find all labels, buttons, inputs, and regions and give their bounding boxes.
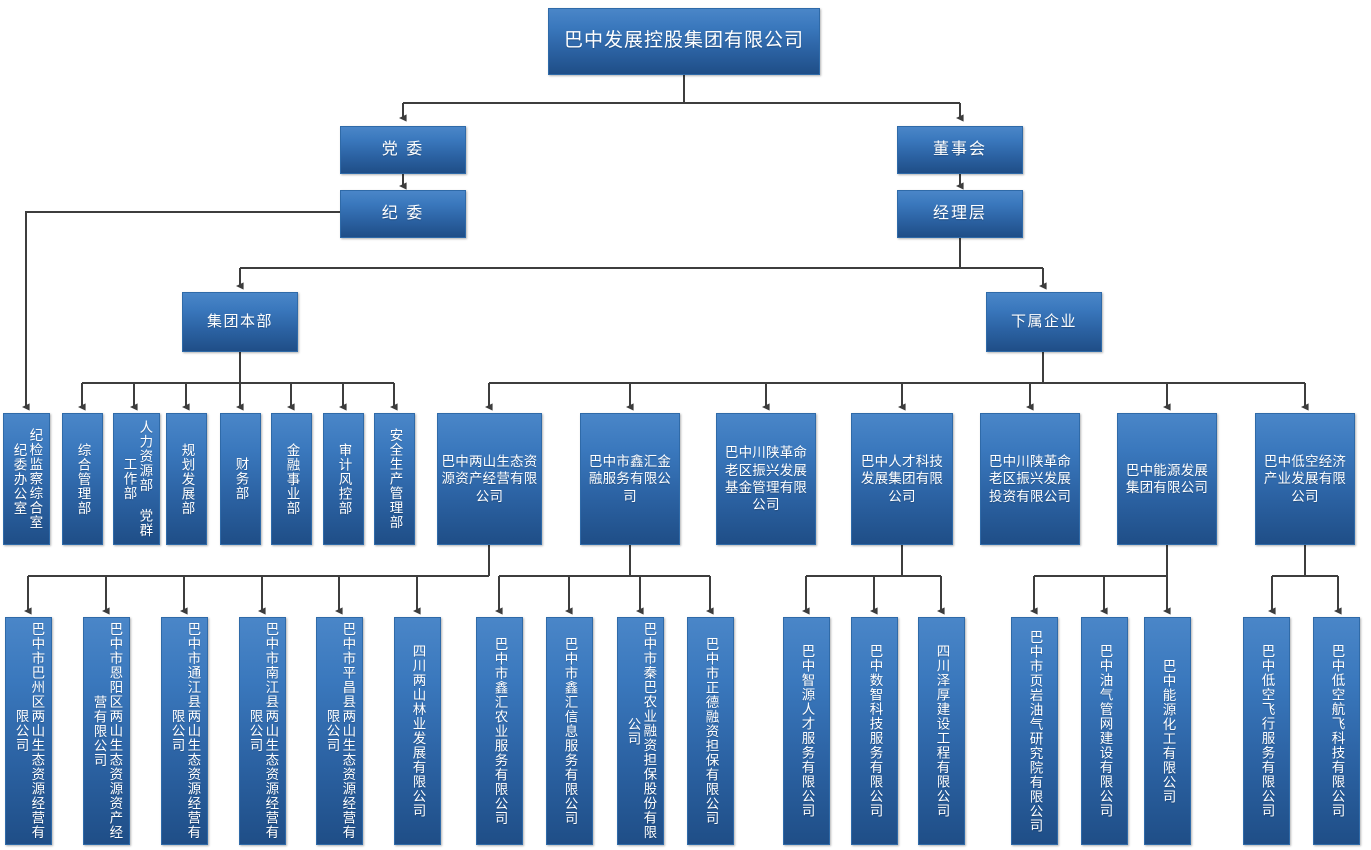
node-department-planning-development[interactable]: 规划发展部: [166, 413, 207, 545]
node-group-headquarters[interactable]: 集团本部: [182, 292, 298, 352]
node-subordinate-enterprises[interactable]: 下属企业: [986, 292, 1102, 352]
node-grandchild-xinhui-agriculture[interactable]: 巴中市鑫汇农业服务有限公司: [476, 617, 523, 845]
node-grandchild-shale-oil-gas-institute[interactable]: 巴中市页岩油气研究院有限公司: [1011, 617, 1058, 845]
node-department-finance[interactable]: 财务部: [220, 413, 261, 545]
node-grandchild-bazhou-liangshan[interactable]: 巴中市巴州区两山生态资源经营有限公司: [5, 617, 52, 845]
node-department-planning-development-label: 规划发展部: [179, 442, 195, 516]
node-grandchild-low-altitude-aviation-tech[interactable]: 巴中低空航飞科技有限公司: [1313, 617, 1360, 845]
node-department-discipline-office[interactable]: 纪检监察综合室 纪委办公室: [3, 413, 50, 545]
node-subsidiary-revitalization-investment[interactable]: 巴中川陕革命老区振兴发展投资有限公司: [980, 413, 1080, 545]
node-grandchild-shale-oil-gas-institute-label: 巴中市页岩油气研究院有限公司: [1027, 629, 1043, 833]
node-subsidiary-fund-management[interactable]: 巴中川陕革命老区振兴发展基金管理有限公司: [716, 413, 816, 545]
node-grandchild-enyang-liangshan-label: 巴中市恩阳区两山生态资源资产经营有限公司: [91, 622, 123, 840]
node-department-financial-business[interactable]: 金融事业部: [271, 413, 312, 545]
node-subsidiary-fund-management-label: 巴中川陕革命老区振兴发展基金管理有限公司: [724, 445, 808, 513]
node-department-hr-party[interactable]: 人力资源部 党群工作部: [113, 413, 160, 545]
node-grandchild-xinhui-agriculture-label: 巴中市鑫汇农业服务有限公司: [492, 636, 508, 826]
node-subsidiary-talent-technology-label: 巴中人才科技发展集团有限公司: [860, 454, 944, 504]
node-grandchild-qinba-agri-guarantee[interactable]: 巴中市秦巴农业融资担保股份有限公司: [617, 617, 664, 845]
node-grandchild-tongjiang-liangshan-label: 巴中市通江县两山生态资源经营有限公司: [169, 622, 201, 840]
node-discipline-committee[interactable]: 纪 委: [340, 190, 466, 238]
node-grandchild-zhiyuan-talent-label: 巴中智源人才服务有限公司: [799, 644, 815, 818]
node-department-hr-party-label: 人力资源部 党群工作部: [121, 420, 153, 538]
node-grandchild-zehou-construction-label: 四川泽厚建设工程有限公司: [934, 644, 950, 818]
node-grandchild-qinba-agri-guarantee-label: 巴中市秦巴农业融资担保股份有限公司: [625, 622, 657, 840]
node-grandchild-zhiyuan-talent[interactable]: 巴中智源人才服务有限公司: [783, 617, 830, 845]
node-party-committee-label: 党 委: [381, 140, 425, 158]
node-subsidiary-xinhui-finance-label: 巴中市鑫汇金融服务有限公司: [588, 454, 672, 504]
node-department-safety-production-label: 安全生产管理部: [387, 428, 403, 530]
node-grandchild-low-altitude-aviation-tech-label: 巴中低空航飞科技有限公司: [1329, 644, 1345, 818]
node-grandchild-zehou-construction[interactable]: 四川泽厚建设工程有限公司: [918, 617, 965, 845]
node-department-discipline-office-label: 纪检监察综合室 纪委办公室: [11, 428, 43, 530]
node-grandchild-energy-chemical[interactable]: 巴中能源化工有限公司: [1144, 617, 1191, 845]
node-grandchild-nanjiang-liangshan-label: 巴中市南江县两山生态资源经营有限公司: [247, 622, 279, 840]
node-subsidiary-energy-development-label: 巴中能源发展集团有限公司: [1125, 462, 1209, 495]
node-department-safety-production[interactable]: 安全生产管理部: [374, 413, 415, 545]
node-department-finance-label: 财务部: [233, 457, 249, 501]
node-grandchild-sichuan-forestry[interactable]: 四川两山林业发展有限公司: [394, 617, 441, 845]
node-subsidiary-liangshan-eco-label: 巴中两山生态资源资产经营有限公司: [441, 454, 538, 504]
node-department-general-management-label: 综合管理部: [75, 442, 91, 516]
node-subsidiary-revitalization-investment-label: 巴中川陕革命老区振兴发展投资有限公司: [988, 454, 1072, 504]
node-root-label: 巴中发展控股集团有限公司: [563, 30, 804, 52]
node-department-audit-risk-control[interactable]: 审计风控部: [323, 413, 364, 545]
node-subsidiary-energy-development[interactable]: 巴中能源发展集团有限公司: [1117, 413, 1217, 545]
node-subsidiary-xinhui-finance[interactable]: 巴中市鑫汇金融服务有限公司: [580, 413, 680, 545]
node-subordinate-enterprises-label: 下属企业: [1010, 313, 1077, 331]
node-grandchild-sichuan-forestry-label: 四川两山林业发展有限公司: [410, 644, 426, 818]
node-grandchild-zhengde-guarantee[interactable]: 巴中市正德融资担保有限公司: [687, 617, 734, 845]
node-grandchild-oil-gas-pipeline-label: 巴中油气管网建设有限公司: [1097, 644, 1113, 818]
node-subsidiary-low-altitude-economy[interactable]: 巴中低空经济产业发展有限公司: [1255, 413, 1355, 545]
node-board-of-directors[interactable]: 董事会: [897, 126, 1023, 174]
node-grandchild-oil-gas-pipeline[interactable]: 巴中油气管网建设有限公司: [1081, 617, 1128, 845]
node-management-layer-label: 经理层: [932, 204, 987, 222]
node-subsidiary-low-altitude-economy-label: 巴中低空经济产业发展有限公司: [1263, 454, 1347, 504]
node-grandchild-low-altitude-flight-service[interactable]: 巴中低空飞行服务有限公司: [1243, 617, 1290, 845]
node-subsidiary-liangshan-eco[interactable]: 巴中两山生态资源资产经营有限公司: [437, 413, 542, 545]
node-grandchild-xinhui-information[interactable]: 巴中市鑫汇信息服务有限公司: [546, 617, 593, 845]
node-board-of-directors-label: 董事会: [932, 140, 987, 158]
node-department-financial-business-label: 金融事业部: [284, 442, 300, 516]
node-grandchild-xinhui-information-label: 巴中市鑫汇信息服务有限公司: [562, 636, 578, 826]
node-management-layer[interactable]: 经理层: [897, 190, 1023, 238]
node-party-committee[interactable]: 党 委: [340, 126, 466, 174]
node-subsidiary-talent-technology[interactable]: 巴中人才科技发展集团有限公司: [851, 413, 953, 545]
node-grandchild-bazhou-liangshan-label: 巴中市巴州区两山生态资源经营有限公司: [13, 622, 45, 840]
node-grandchild-tongjiang-liangshan[interactable]: 巴中市通江县两山生态资源经营有限公司: [161, 617, 208, 845]
node-grandchild-shuzhi-technology[interactable]: 巴中数智科技服务有限公司: [851, 617, 898, 845]
node-grandchild-zhengde-guarantee-label: 巴中市正德融资担保有限公司: [703, 636, 719, 826]
node-department-general-management[interactable]: 综合管理部: [62, 413, 103, 545]
node-root[interactable]: 巴中发展控股集团有限公司: [548, 8, 820, 75]
node-department-audit-risk-control-label: 审计风控部: [336, 442, 352, 516]
node-grandchild-shuzhi-technology-label: 巴中数智科技服务有限公司: [867, 644, 883, 818]
node-group-headquarters-label: 集团本部: [206, 313, 273, 331]
node-grandchild-nanjiang-liangshan[interactable]: 巴中市南江县两山生态资源经营有限公司: [239, 617, 286, 845]
node-grandchild-low-altitude-flight-service-label: 巴中低空飞行服务有限公司: [1259, 644, 1275, 818]
node-grandchild-enyang-liangshan[interactable]: 巴中市恩阳区两山生态资源资产经营有限公司: [83, 617, 130, 845]
node-discipline-committee-label: 纪 委: [381, 204, 425, 222]
node-grandchild-pingchang-liangshan-label: 巴中市平昌县两山生态资源经营有限公司: [324, 622, 356, 840]
node-grandchild-pingchang-liangshan[interactable]: 巴中市平昌县两山生态资源经营有限公司: [316, 617, 363, 845]
node-grandchild-energy-chemical-label: 巴中能源化工有限公司: [1160, 658, 1176, 804]
